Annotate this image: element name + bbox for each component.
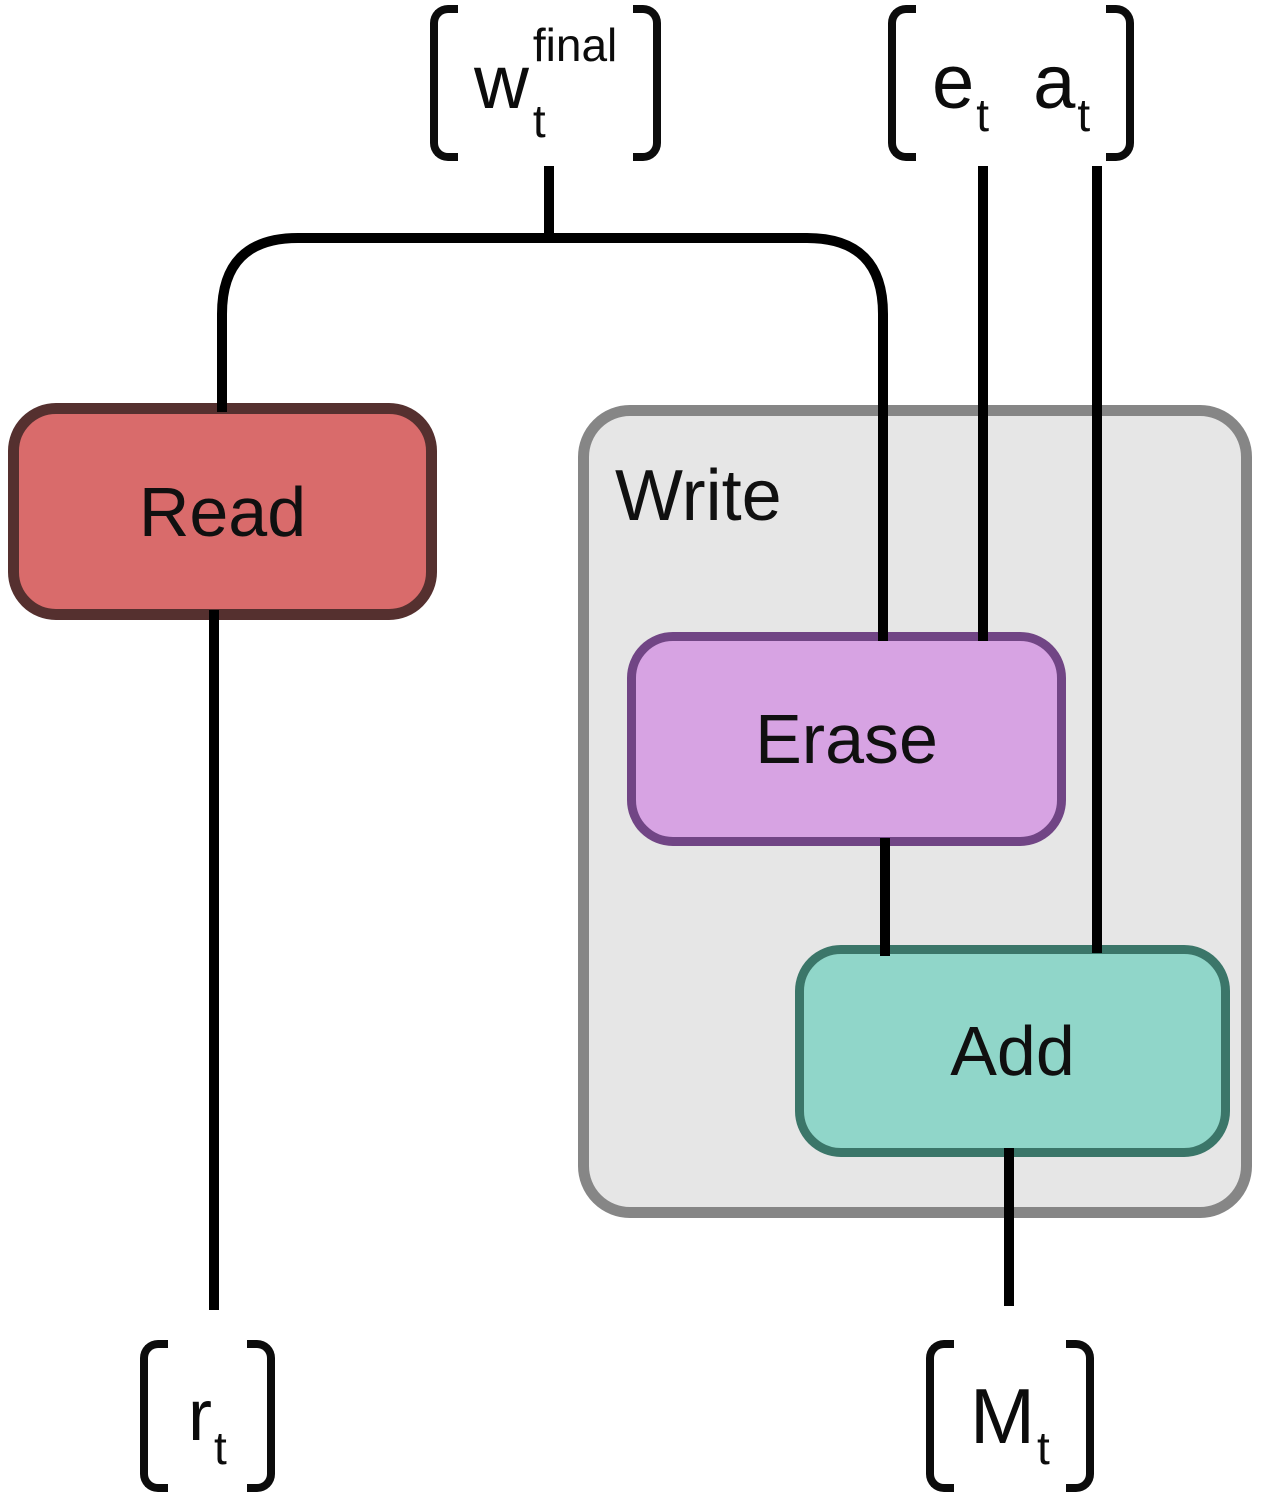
- left-bracket-icon: [926, 1340, 954, 1492]
- erase-add-vectors-label: e t a t: [888, 5, 1135, 161]
- add-node: Add: [795, 945, 1230, 1157]
- r-subscript: t: [213, 1422, 227, 1474]
- e-subscript: t: [976, 89, 990, 141]
- r-base: r: [188, 1376, 212, 1456]
- m-base: M: [970, 1372, 1035, 1460]
- read-node-label: Read: [138, 472, 307, 551]
- memory-matrix-label: M t: [926, 1340, 1094, 1492]
- erase-node: Erase: [627, 632, 1066, 846]
- m-subscript: t: [1036, 1422, 1050, 1474]
- w-superscript: final: [532, 19, 618, 71]
- e-base: e: [932, 40, 975, 125]
- right-bracket-icon: [246, 1340, 275, 1492]
- read-vector-label: r t: [140, 1340, 275, 1492]
- weight-final-vector-label: w final t: [430, 5, 662, 161]
- right-bracket-icon: [633, 5, 662, 161]
- read-node: Read: [8, 403, 437, 620]
- right-bracket-icon: [1065, 1340, 1094, 1492]
- add-node-label: Add: [950, 1012, 1075, 1090]
- a-subscript: t: [1077, 89, 1091, 141]
- write-group-label: Write: [615, 456, 782, 536]
- w-subscript: t: [532, 95, 546, 147]
- w-base: w: [474, 40, 529, 125]
- left-bracket-icon: [888, 5, 916, 161]
- erase-node-label: Erase: [755, 700, 938, 778]
- right-bracket-icon: [1106, 5, 1135, 161]
- left-bracket-icon: [140, 1340, 168, 1492]
- left-bracket-icon: [430, 5, 458, 161]
- a-base: a: [1033, 40, 1076, 125]
- write-group: Write Erase Add: [578, 405, 1252, 1218]
